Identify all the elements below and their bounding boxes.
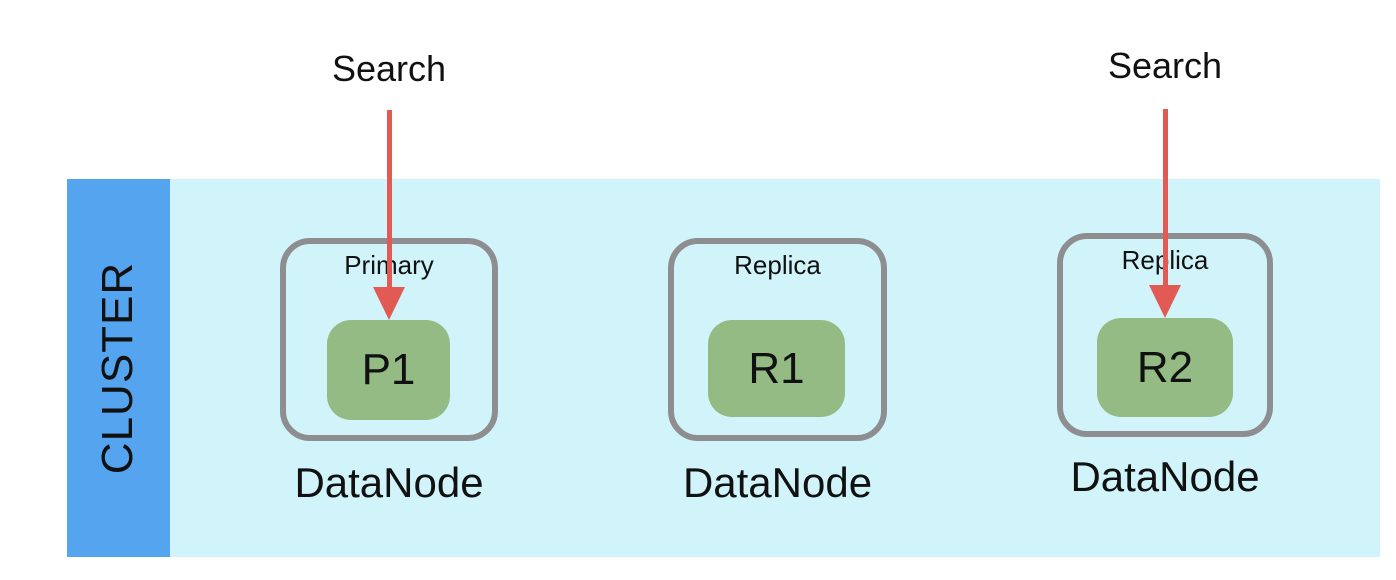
shard-label: R2 [1136,342,1194,392]
search-arrow-to-p1: Search [328,47,450,321]
search-label: Search [1107,45,1223,86]
shard-p1: P1 [327,320,450,420]
arrow-stem [1162,109,1168,286]
datanode-caption: DataNode [1070,453,1260,500]
cluster-sidebar: CLUSTER [67,179,170,557]
shard-r2: R2 [1097,318,1233,417]
search-arrow-to-r2: Search [1104,44,1226,319]
datanode-caption: DataNode [294,459,484,506]
shard-label: P1 [361,345,416,394]
shard-r1: R1 [708,320,845,417]
datanode-caption: DataNode [682,459,873,506]
arrow-down-icon [1149,285,1181,319]
datanode-box-replica-1 [668,238,887,441]
cluster-label: CLUSTER [93,261,143,475]
arrow-stem [386,110,392,288]
shard-label: R1 [748,343,805,393]
arrow-down-icon [373,287,405,321]
search-label: Search [331,48,447,89]
node-role-label: Replica [734,250,821,280]
